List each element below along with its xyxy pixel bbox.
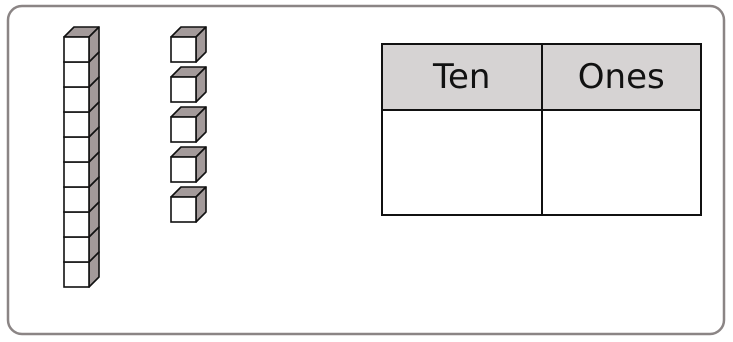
ten-rod-cube: [63, 26, 100, 63]
table-header-row: Ten Ones: [381, 43, 702, 111]
column-header-ones: Ones: [540, 43, 702, 111]
unit-cube: [170, 66, 207, 103]
tens-answer-cell: [381, 109, 543, 216]
table-row: [381, 109, 702, 216]
unit-cube: [170, 26, 207, 63]
ones-answer-cell: [540, 109, 702, 216]
ones-cubes: [170, 26, 207, 223]
column-header-tens: Ten: [381, 43, 543, 111]
place-value-table-wrapper: Ten Ones: [381, 43, 702, 216]
unit-cube: [170, 106, 207, 143]
tens-rod: [63, 26, 100, 288]
unit-cube: [170, 186, 207, 223]
ten-rod-cube: [63, 151, 100, 188]
place-value-table: Ten Ones: [381, 43, 702, 216]
unit-cube: [170, 146, 207, 183]
